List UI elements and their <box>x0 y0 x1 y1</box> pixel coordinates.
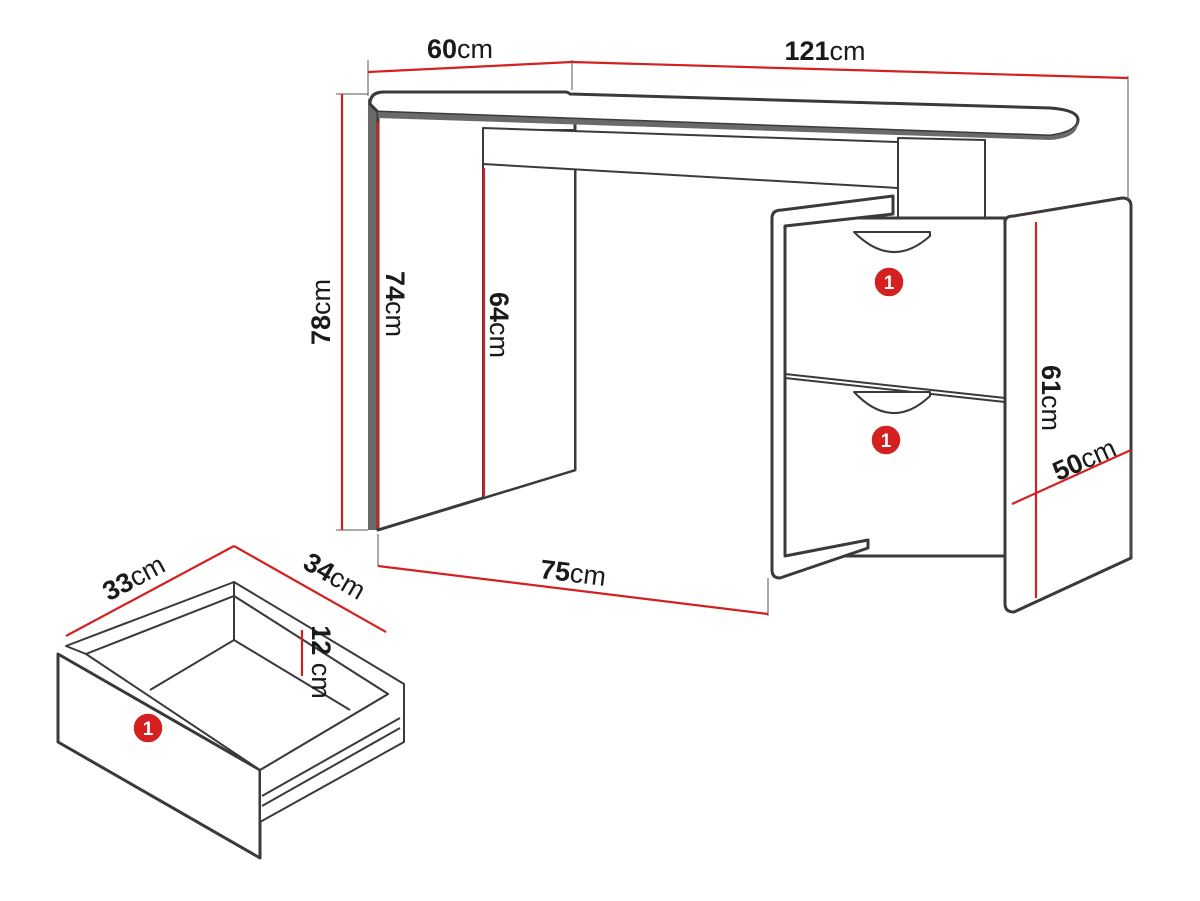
label-drawer-height: 12 cm <box>306 625 336 699</box>
svg-text:1: 1 <box>884 273 895 294</box>
label-height-leg: 74cm <box>380 271 410 337</box>
drawer-divider <box>784 373 1006 399</box>
drawer-detail <box>56 581 405 860</box>
label-width-knee: 75cm <box>538 554 607 592</box>
label-height-cabinet: 61cm <box>1036 365 1066 431</box>
drawer-front <box>56 652 262 860</box>
svg-text:1: 1 <box>143 719 154 740</box>
drawer-runner-2 <box>261 727 401 807</box>
badge-drawer-top: 1 <box>873 266 905 298</box>
dimension-lines <box>65 60 1132 676</box>
dim-line-width-knee <box>377 564 769 616</box>
drawer-handle-top <box>853 231 931 253</box>
dim-line-width-top <box>571 60 1129 80</box>
svg-text:1: 1 <box>881 431 892 452</box>
dimension-labels: 60cm 121cm 78cm 74cm 64cm 75cm 61cm 50cm… <box>98 34 1121 699</box>
drawer-runner-1 <box>261 717 401 797</box>
drawer-divider-lower <box>784 377 1006 403</box>
desk <box>368 90 1133 614</box>
label-height-total: 78cm <box>306 279 336 345</box>
dim-line-drawer-width <box>65 545 235 637</box>
dim-line-depth-top <box>367 60 573 74</box>
label-drawer-width: 33cm <box>98 549 170 606</box>
badge-drawer-bottom: 1 <box>870 424 902 456</box>
part-badges: 1 1 1 <box>132 266 905 744</box>
cabinet-left-panel <box>770 194 895 580</box>
desk-top-edge <box>378 112 1079 140</box>
support-post <box>897 137 986 225</box>
left-panel-edge <box>368 98 378 530</box>
label-drawer-depth: 34cm <box>298 547 370 606</box>
badge-drawer-single: 1 <box>132 712 164 744</box>
cabinet-right-panel <box>1003 196 1133 614</box>
label-depth-top: 60cm <box>427 34 493 64</box>
drawer-handle-bottom <box>853 391 931 414</box>
label-width-top: 121cm <box>784 36 865 66</box>
label-height-inner: 64cm <box>484 292 514 358</box>
desk-top <box>368 90 1080 138</box>
dim-line-depth-cab <box>1011 448 1132 506</box>
drawer-inner <box>85 595 389 771</box>
dim-line-drawer-depth <box>233 545 387 633</box>
